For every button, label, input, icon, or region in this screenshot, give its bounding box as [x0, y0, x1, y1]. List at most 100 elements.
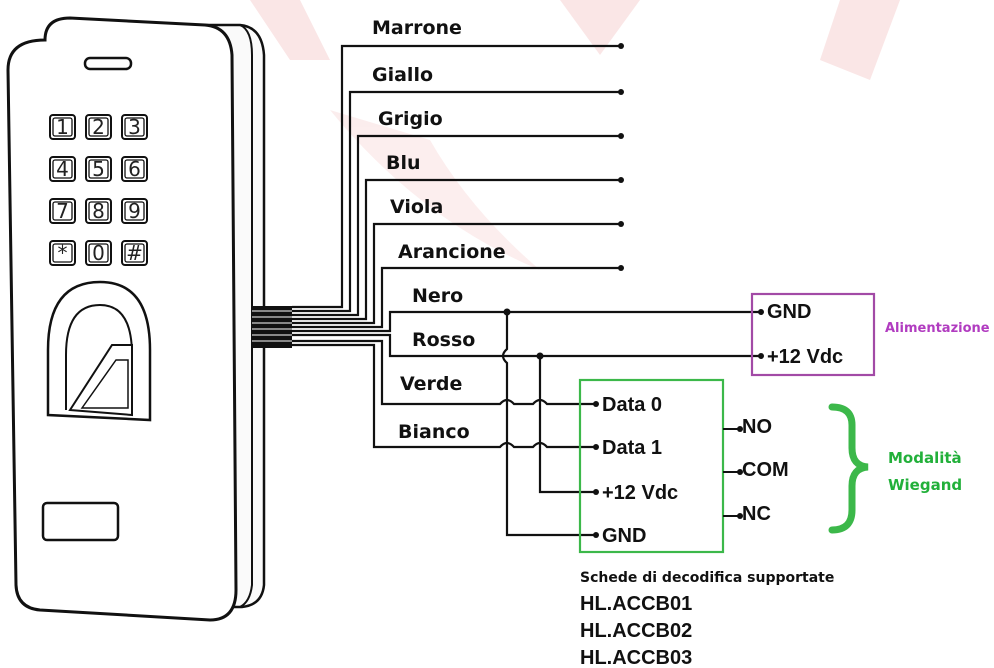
keypad-key-inner [52, 201, 73, 221]
supported-board-item: HL.ACCB02 [580, 620, 692, 642]
board-input-vdc: +12 Vdc [602, 482, 678, 504]
keypad-key: * [49, 240, 76, 266]
keypad-key-label: 3 [128, 115, 141, 139]
power-supply-block: GND +12 Vdc Alimentazione [750, 292, 990, 377]
keypad-key-inner [124, 159, 145, 179]
wire-end-dot [593, 444, 599, 450]
speaker-slot [83, 56, 133, 71]
wire-label-green: Verde [400, 373, 462, 395]
wire-vdc-branch [538, 356, 594, 494]
wire-label-grey: Grigio [378, 108, 443, 130]
keypad-key-frame [85, 240, 112, 266]
board-output-nc: NC [742, 503, 771, 525]
keypad-key-frame [121, 198, 148, 224]
keypad-key-inner [88, 201, 109, 221]
keypad-key: # [121, 240, 148, 266]
wire-label-blue: Blu [386, 152, 421, 174]
wire-label-white: Bianco [398, 421, 470, 443]
board-input-data1: Data 1 [602, 437, 662, 459]
fingerprint-inner [65, 303, 133, 415]
supported-board-item: HL.ACCB03 [580, 647, 692, 668]
keypad-key: 5 [85, 156, 112, 182]
board-output-com: COM [742, 459, 789, 481]
board-input-data0: Data 0 [602, 394, 662, 416]
keypad-key-inner [88, 243, 109, 263]
curly-brace [828, 403, 869, 534]
wiegand-label-line1: Modalità [888, 449, 962, 467]
power-gnd-terminal: GND [767, 301, 811, 323]
wires [292, 43, 764, 538]
keypad-key-label: 2 [92, 115, 105, 139]
wire-end-dot [593, 532, 599, 538]
keypad-key-label: 4 [56, 157, 69, 181]
card-reader-window [41, 501, 120, 542]
cable-sheath [252, 306, 292, 348]
power-vdc-terminal: +12 Vdc [767, 346, 843, 368]
keypad-key-label: 0 [92, 241, 105, 265]
watermark-arc [330, 110, 540, 270]
wire-end-dot [758, 309, 764, 315]
wire-violet [292, 222, 620, 325]
keypad-key-frame [85, 156, 112, 182]
keypad-key-inner [52, 159, 73, 179]
keypad-key-frame [49, 114, 76, 140]
keypad-key-inner [124, 243, 145, 263]
wire-label-brown: Marrone [372, 17, 462, 39]
decoder-board-block: Data 0 Data 1 +12 Vdc GND NO COM NC Moda… [578, 378, 962, 554]
watermark-logo [250, 0, 900, 270]
wire-end-dot [618, 265, 624, 271]
fingerprint-sensor [46, 280, 152, 422]
keypad-key: 3 [121, 114, 148, 140]
keypad-key-frame [49, 156, 76, 182]
wire-orange [292, 266, 620, 329]
watermark-shape-left [250, 0, 330, 60]
keypad-key-frame [121, 114, 148, 140]
keypad-key-inner [52, 243, 73, 263]
keypad-key: 2 [85, 114, 112, 140]
wire-grey [292, 134, 620, 317]
wire-end-dot [618, 221, 624, 227]
keypad-key-frame [85, 114, 112, 140]
keypad-key: 1 [49, 114, 76, 140]
wire-label-orange: Arancione [398, 241, 506, 263]
keypad-key-label: 8 [92, 199, 105, 223]
keypad-key-label: 6 [128, 157, 141, 181]
wire-label-black: Nero [412, 285, 463, 307]
decoder-board-border [578, 378, 725, 554]
wire-end-dot [758, 353, 764, 359]
keypad-key-frame [49, 240, 76, 266]
keypad-key-label: 7 [56, 199, 69, 223]
wire-end-dot [618, 177, 624, 183]
wire-end-dot [593, 401, 599, 407]
keypad-key-inner [88, 117, 109, 137]
wire-blue [292, 178, 620, 321]
keypad-key-inner [88, 159, 109, 179]
keypad-key-label: 9 [128, 199, 141, 223]
keypad-key-frame [121, 156, 148, 182]
wire-end-dot [593, 489, 599, 495]
keypad-key-inner [124, 201, 145, 221]
supported-boards: Schede di decodifica supportate HL.ACCB0… [580, 570, 834, 668]
wire-labels: Marrone Giallo Grigio Blu Viola Arancion… [372, 17, 506, 443]
supported-boards-title: Schede di decodifica supportate [580, 570, 834, 586]
keypad-key-inner [52, 117, 73, 137]
keypad-key: 4 [49, 156, 76, 182]
keypad-key-frame [85, 198, 112, 224]
keypad-key-frame [121, 240, 148, 266]
keypad-key-label: * [58, 241, 68, 265]
wire-black [292, 310, 760, 333]
junction-dot [503, 308, 511, 316]
wire-gnd-branch [501, 312, 594, 537]
wire-end-dot [618, 89, 624, 95]
junction-dot [536, 352, 544, 360]
wire-yellow [292, 90, 620, 313]
keypad-key-inner [124, 117, 145, 137]
keypad-key-label: 5 [92, 157, 105, 181]
wire-label-violet: Viola [390, 196, 443, 218]
keypad-key: 7 [49, 198, 76, 224]
keypad-key: 0 [85, 240, 112, 266]
wire-brown [292, 44, 620, 309]
